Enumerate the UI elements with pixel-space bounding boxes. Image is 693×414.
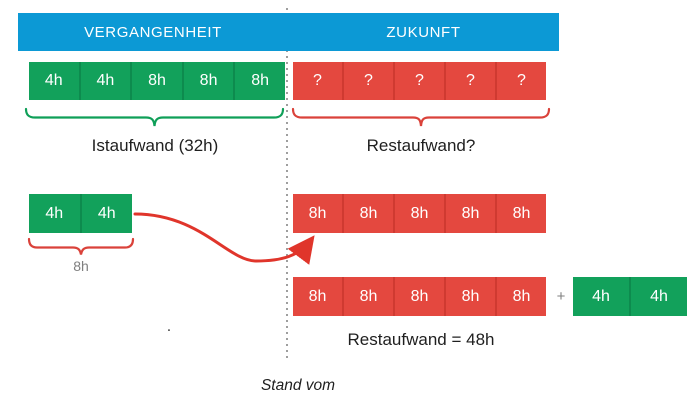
effort-cell: 8h: [444, 277, 495, 316]
effort-cell: 8h: [444, 194, 495, 233]
stand-vom-label: Stand vom: [260, 377, 336, 394]
transfer-arrow: [133, 212, 315, 265]
added-effort-row: 4h 4h: [573, 277, 687, 316]
future-brace: [291, 107, 551, 127]
moved-effort-brace: [27, 237, 135, 255]
effort-cell: 8h: [181, 62, 234, 100]
effort-cell: 8h: [293, 194, 342, 233]
effort-cell: 4h: [573, 277, 629, 316]
effort-cell: ?: [393, 62, 444, 100]
effort-cell: 8h: [293, 277, 342, 316]
effort-cell: 4h: [29, 194, 80, 233]
effort-cell: 8h: [342, 194, 393, 233]
istaufwand-caption: Istaufwand (32h): [91, 136, 219, 155]
stray-period-dot: .: [166, 318, 172, 335]
restaufwand-result-caption: Restaufwand = 48h: [347, 330, 495, 349]
plus-sign: +: [556, 288, 566, 305]
past-effort-row: 4h 4h 8h 8h 8h: [29, 62, 285, 100]
remaining-effort-row: 8h 8h 8h 8h 8h: [293, 277, 546, 316]
future-header-label: ZUKUNFT: [386, 23, 461, 41]
unknown-future-effort-row: ? ? ? ? ?: [293, 62, 546, 100]
effort-cell: 4h: [79, 194, 132, 233]
past-brace: [24, 107, 285, 127]
effort-cell: 8h: [495, 194, 546, 233]
effort-cell: 4h: [629, 277, 687, 316]
timeline-header-bar: VERGANGENHEIT ZUKUNFT: [18, 13, 559, 51]
moved-effort-sum-caption: 8h: [73, 258, 89, 274]
effort-cell: 8h: [130, 62, 182, 100]
effort-cell: ?: [342, 62, 393, 100]
effort-cell: 8h: [393, 194, 444, 233]
effort-cell: ?: [444, 62, 495, 100]
effort-cell: 4h: [78, 62, 131, 100]
past-header-label: VERGANGENHEIT: [84, 23, 222, 41]
effort-cell: 8h: [342, 277, 393, 316]
effort-cell: ?: [495, 62, 546, 100]
effort-cell: 4h: [29, 62, 79, 100]
effort-cell: ?: [293, 62, 342, 100]
effort-cell: 8h: [393, 277, 444, 316]
restaufwand-question-caption: Restaufwand?: [366, 136, 476, 155]
timeline-divider-dotted-line: [286, 8, 288, 362]
moved-effort-row: 4h 4h: [29, 194, 132, 233]
effort-cell: 8h: [233, 62, 285, 100]
effort-cell: 8h: [495, 277, 546, 316]
planned-future-effort-row: 8h 8h 8h 8h 8h: [293, 194, 546, 233]
